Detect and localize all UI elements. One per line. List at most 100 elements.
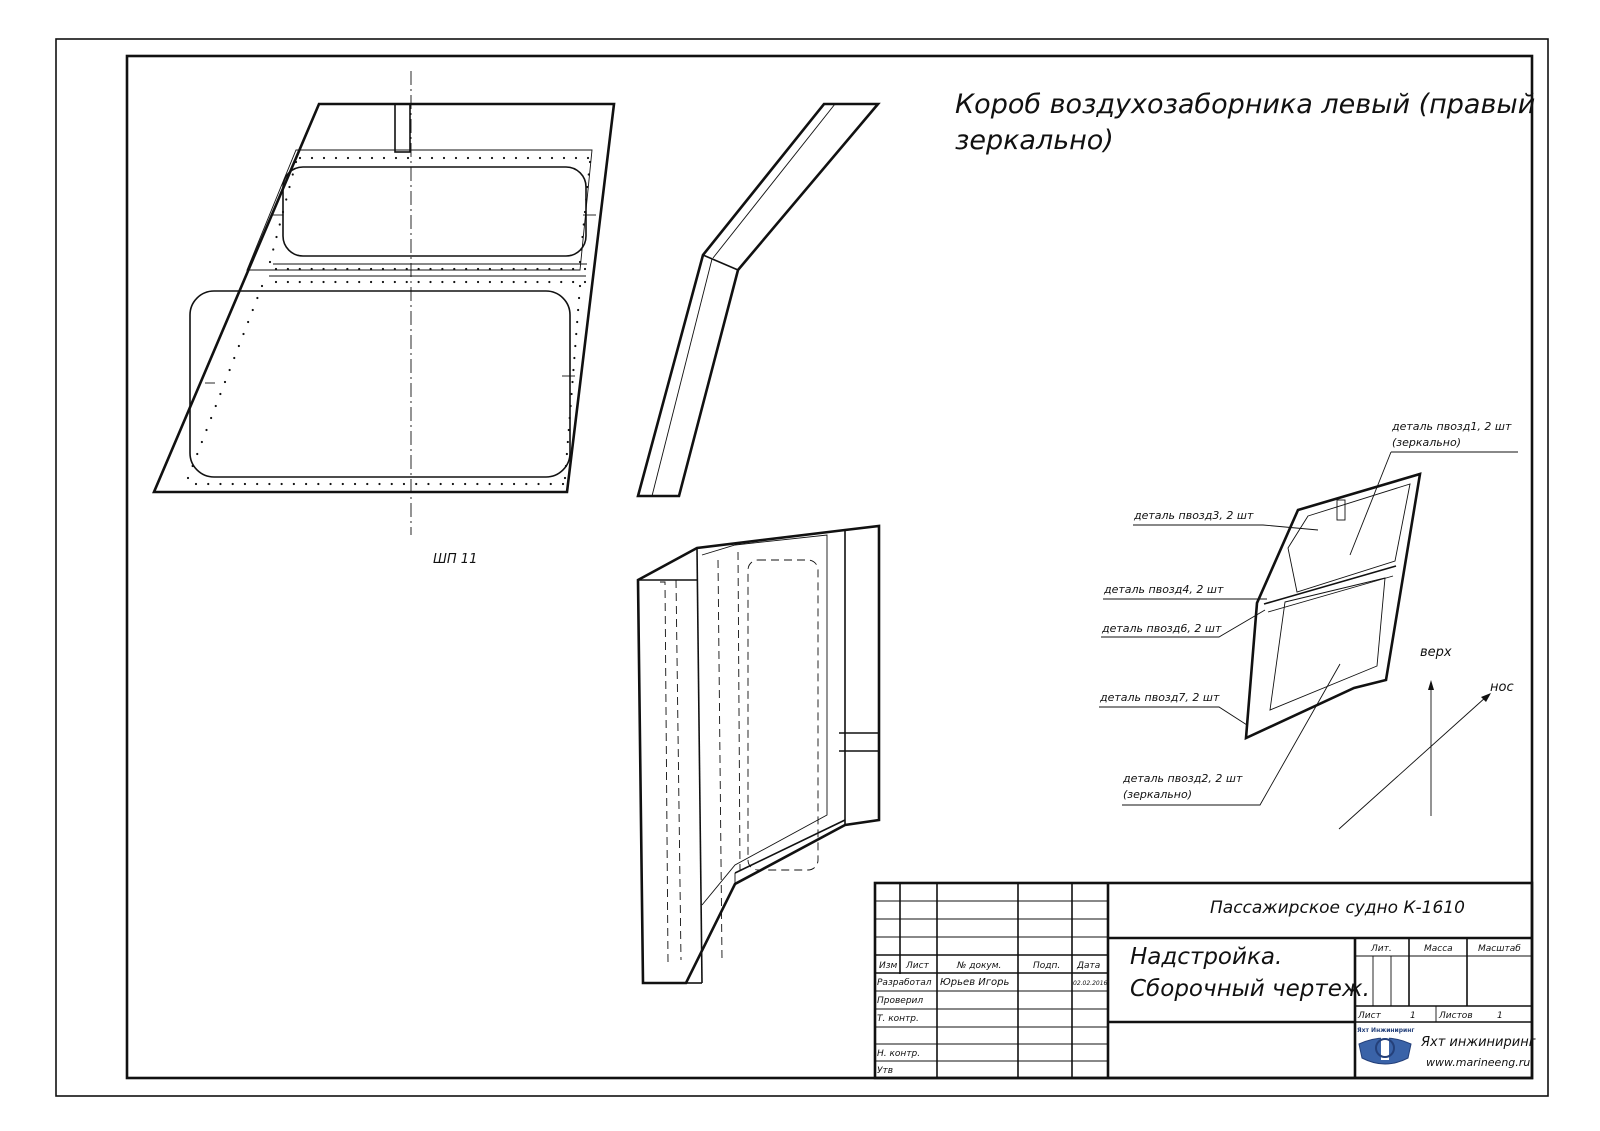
col-doc: № докум. (956, 961, 1001, 971)
rivet (334, 267, 337, 271)
company-name: Яхт инжиниринг (1420, 1035, 1536, 1050)
drawing-title-line2: зеркально) (955, 125, 1114, 156)
rivet (536, 267, 539, 271)
rivet (560, 280, 563, 284)
rivet (568, 416, 571, 420)
rivet (281, 210, 285, 214)
rivet (358, 267, 361, 271)
rivet (464, 482, 467, 486)
sheet-label: Лист (1357, 1011, 1382, 1021)
callout-part6: деталь пвозд6, 2 шт (1101, 622, 1222, 635)
lit-header: Лит. (1370, 944, 1392, 954)
rivet (465, 267, 468, 271)
rivet (465, 280, 468, 284)
arrow-up-icon (1428, 680, 1434, 690)
row-tcontrol: Т. контр. (877, 1014, 919, 1024)
developer-name: Юрьев Игорь (940, 977, 1009, 988)
rivet (382, 156, 386, 160)
rivet (441, 280, 444, 284)
callout-part3: деталь пвозд3, 2 шт (1133, 509, 1254, 522)
rivet (298, 280, 301, 284)
rivet (358, 280, 361, 284)
rivet (280, 482, 283, 486)
rivet (268, 260, 272, 264)
rivet (500, 280, 503, 284)
rivet (406, 156, 410, 160)
rivet-row-top (186, 156, 592, 486)
inner-frame (125, 54, 1534, 1080)
rivet (346, 267, 349, 271)
rivet (502, 156, 506, 160)
rivet (417, 280, 420, 284)
rivet (454, 156, 458, 160)
rivet (476, 280, 480, 284)
rivet (334, 280, 337, 284)
callout-part2-line1: деталь пвозд2, 2 шт (1122, 772, 1243, 785)
rivet (549, 482, 552, 486)
rivet (369, 280, 373, 284)
rivet (538, 156, 542, 160)
rivet (233, 356, 236, 360)
rivet (417, 267, 420, 271)
col-list: Лист (905, 961, 930, 971)
rivet (205, 428, 208, 432)
rivet (186, 476, 190, 480)
rivet (191, 464, 194, 468)
rivet (274, 267, 278, 271)
rivet (566, 440, 569, 444)
rivet (243, 482, 247, 486)
rivet (353, 482, 357, 486)
rivet (247, 320, 250, 324)
rivet (577, 296, 581, 300)
rivet (317, 482, 320, 486)
rivet (294, 160, 298, 164)
flat-panel-view (152, 102, 616, 494)
rivet (415, 482, 418, 486)
box-isometric-view (636, 524, 881, 985)
rivet (272, 248, 275, 251)
rivet (334, 156, 338, 160)
rivet (370, 156, 374, 160)
rivet (275, 235, 278, 239)
row-approved: Утв (877, 1066, 893, 1076)
rivet (537, 482, 540, 486)
rivet (231, 482, 234, 486)
rivet (488, 267, 492, 271)
rivet (322, 267, 325, 271)
rivet (285, 198, 288, 201)
sheets-value: 1 (1497, 1011, 1503, 1021)
callout-part1-line1: деталь пвозд1, 2 шт (1391, 420, 1512, 433)
rivet (575, 332, 578, 336)
rivet (581, 235, 584, 239)
rivet (405, 280, 408, 284)
rivet (562, 156, 566, 160)
rivet (322, 280, 325, 284)
rivet (583, 267, 587, 271)
rivet (548, 267, 551, 271)
callout-part4: деталь пвозд4, 2 шт (1103, 583, 1224, 596)
rivet (393, 280, 396, 284)
rivet (587, 173, 590, 176)
rivet (466, 156, 470, 160)
rivet (310, 280, 313, 284)
row-developed: Разработал (877, 978, 932, 988)
rivet (441, 267, 444, 271)
rivet (478, 156, 482, 160)
rivet (322, 156, 326, 160)
rivet (512, 267, 515, 271)
rivet (274, 280, 278, 284)
callout-part1-line2: (зеркально) (1392, 436, 1461, 449)
rivet (292, 482, 295, 486)
rivet (524, 280, 527, 284)
date-value: 02.02.2016 (1073, 980, 1108, 987)
rivet (341, 482, 344, 486)
rivet (291, 173, 294, 176)
project-name: Пассажирское судно К-1610 (1210, 898, 1465, 918)
rivet (429, 280, 432, 284)
rivet (570, 392, 573, 396)
rivet (366, 482, 369, 486)
sheet-value: 1 (1410, 1011, 1416, 1021)
rivet (476, 267, 480, 271)
rivet (394, 156, 398, 160)
